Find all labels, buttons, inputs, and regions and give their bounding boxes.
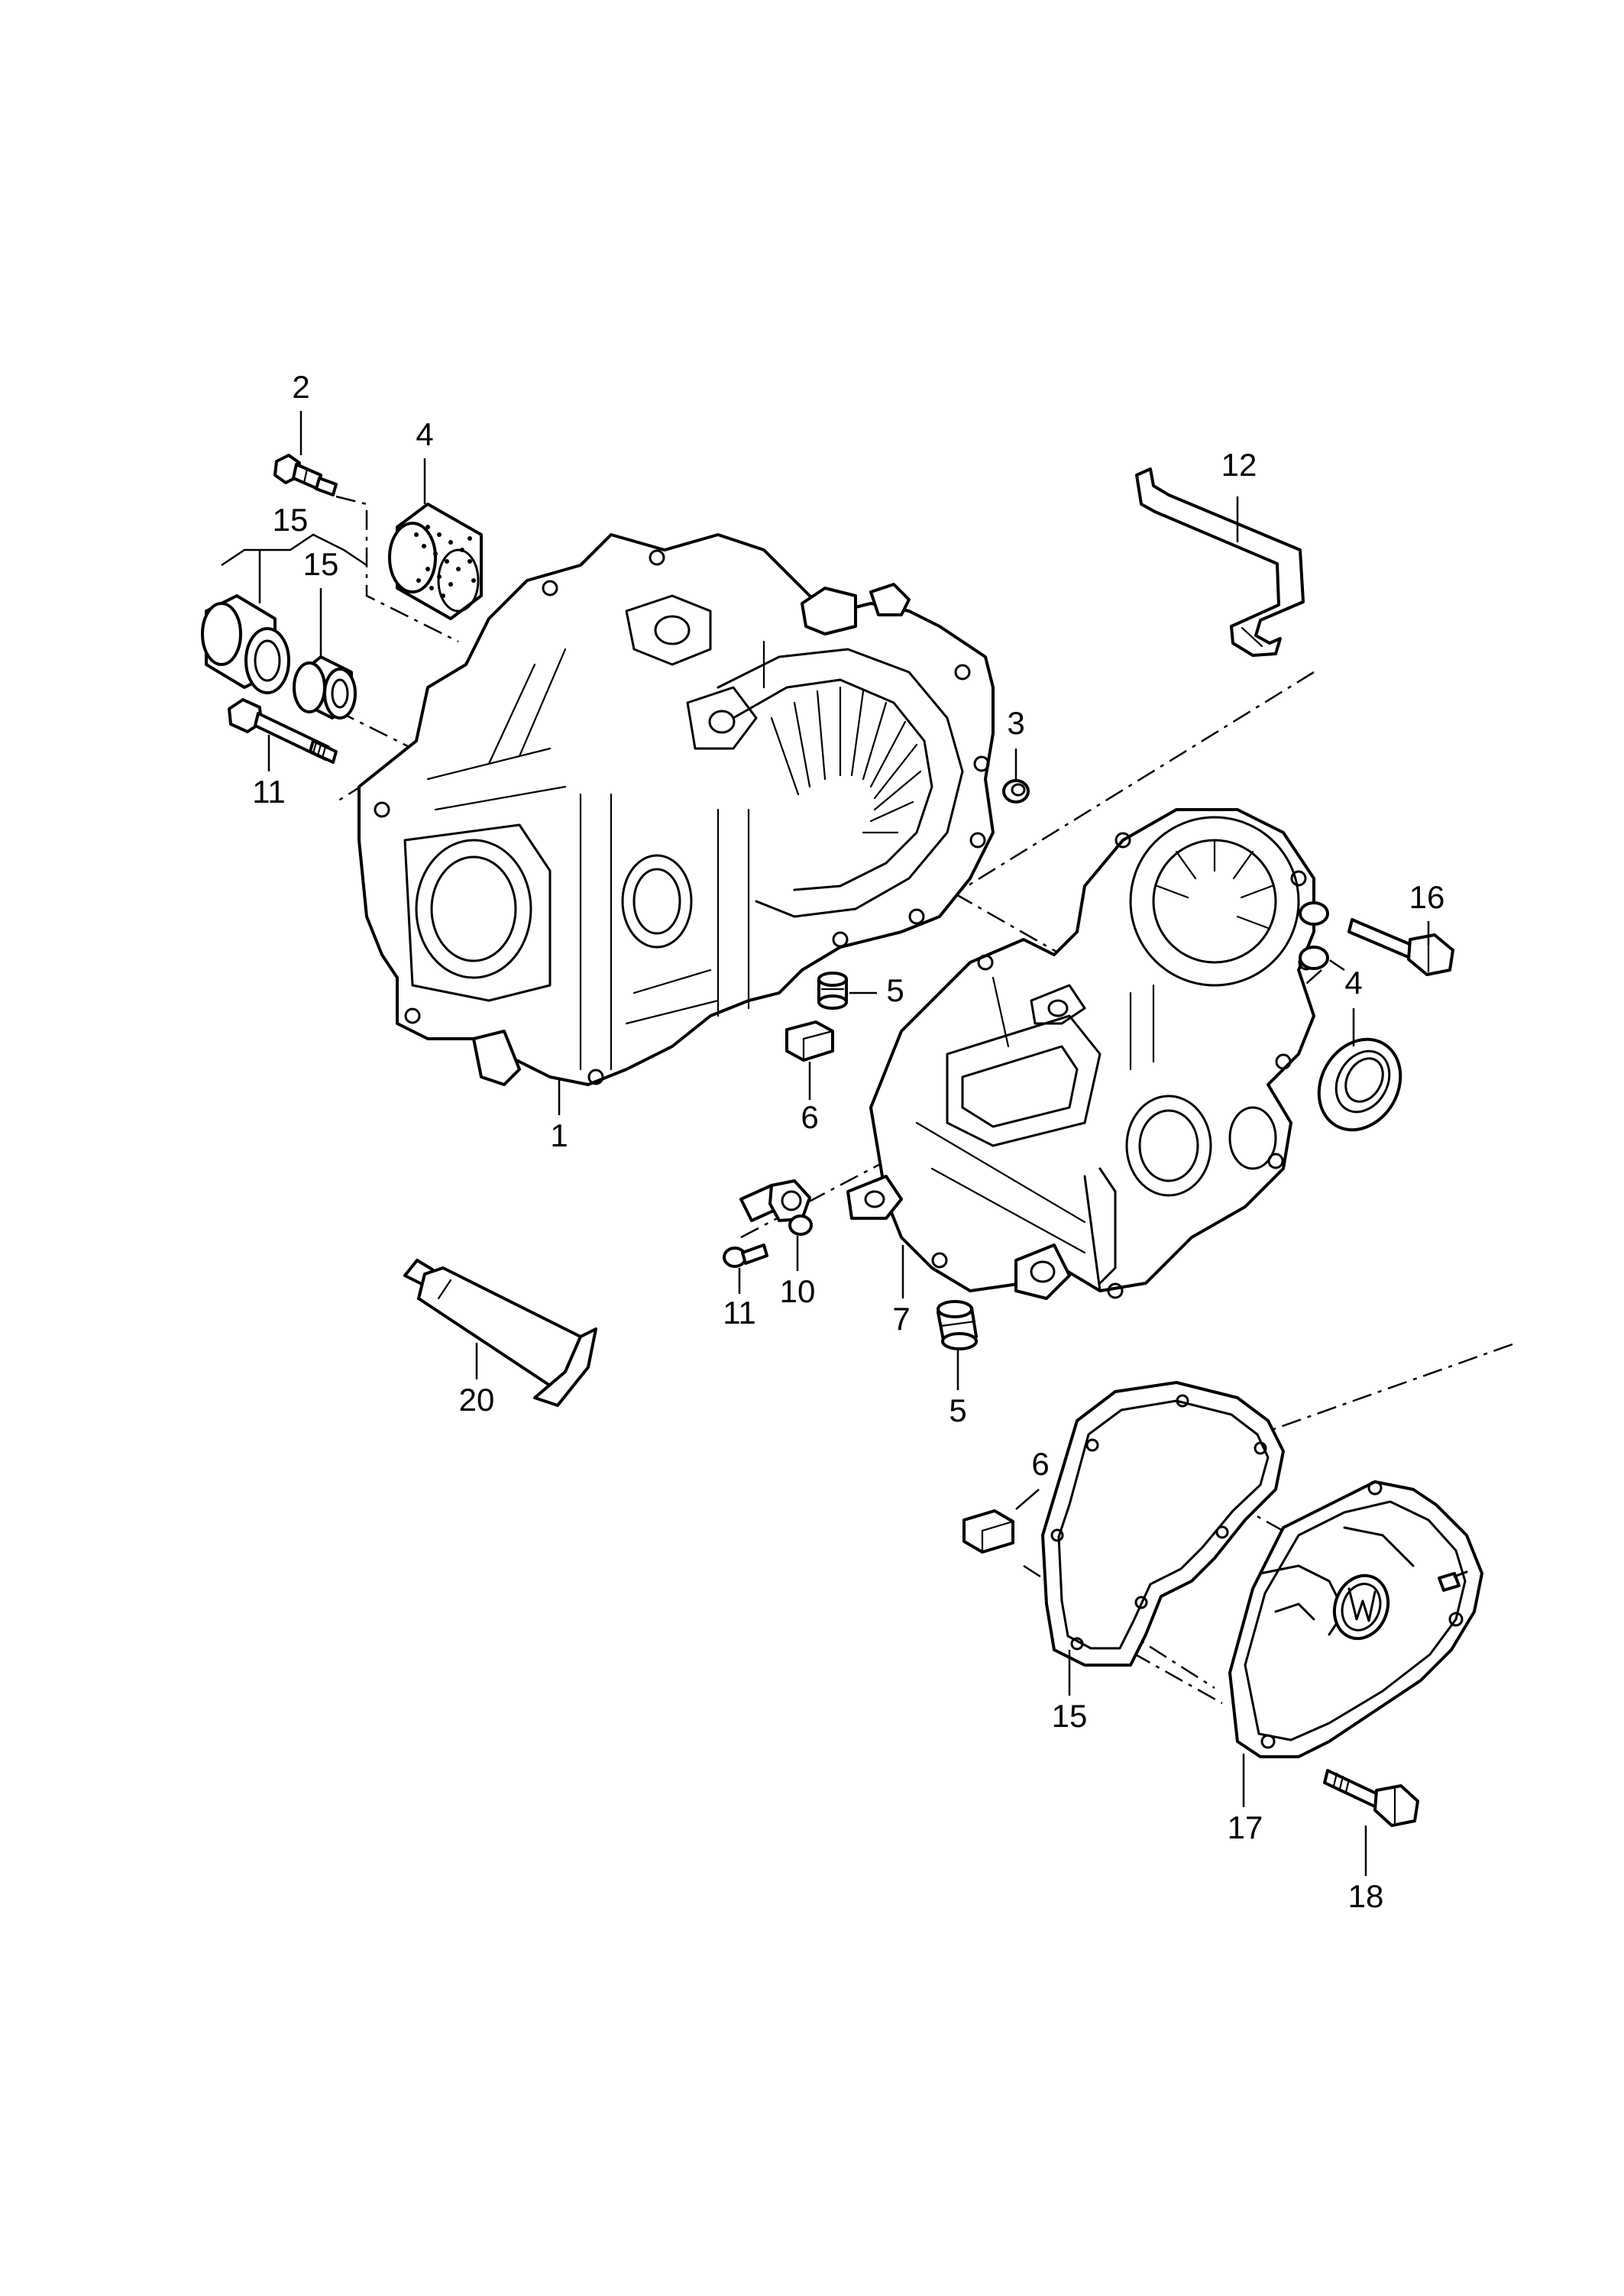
callout-label: 15 [303,546,339,582]
part-6-block-lower [962,1509,1014,1554]
callout-label: 12 [1221,447,1257,483]
part-1-gearbox-housing [357,533,995,1086]
callout-label: 10 [780,1273,816,1309]
callout-label: 4 [416,416,433,452]
part-5-plug-lower [937,1300,978,1350]
callout-label: 11 [252,774,286,810]
part-15-bolt-right [1299,901,1454,976]
callout-label: 18 [1348,1878,1384,1914]
callout-label: 20 [459,1382,495,1418]
part-18-bolt [1323,1769,1419,1827]
callout-label: 5 [886,972,904,1008]
callout-label: 6 [1031,1446,1049,1482]
callout-label: 16 [1409,879,1445,915]
part-2-bolt [273,454,338,496]
callout-label: 11 [723,1295,756,1331]
callout-label: 7 [892,1301,910,1337]
part-8-ring [293,655,357,720]
part-17-cover [1228,1480,1483,1758]
part-15-bolt-left [228,698,338,764]
part-20-tube [403,1259,597,1407]
callout-labels: 2 4 15 15 11 3 5 6 1 12 16 4 10 11 7 5 2… [252,369,1444,1914]
callout-label: 2 [292,369,309,405]
callout-label: 4 [1344,965,1362,1001]
callout-label: 15 [1052,1698,1088,1734]
part-6-block-upper [785,1020,834,1062]
callout-label: 15 [273,502,309,538]
callout-label: 17 [1228,1809,1263,1845]
part-11-screw [723,1243,768,1268]
part-7-housing [846,808,1315,1300]
callout-label: 1 [550,1117,568,1153]
part-10-sensor [739,1179,813,1236]
part-4-seal-right [1317,1037,1402,1132]
part-5-plug-upper [817,972,848,1010]
part-9-bushing [201,594,290,694]
callout-label: 3 [1007,705,1024,741]
part-4-sleeve-upper [388,503,483,620]
callout-label: 6 [801,1099,818,1135]
part-12-bent-rod [1135,467,1305,657]
callout-label: 5 [949,1392,966,1428]
part-3-plug [1002,779,1030,804]
leader-lines [221,411,1430,1876]
part-16-gasket [1041,1381,1285,1667]
